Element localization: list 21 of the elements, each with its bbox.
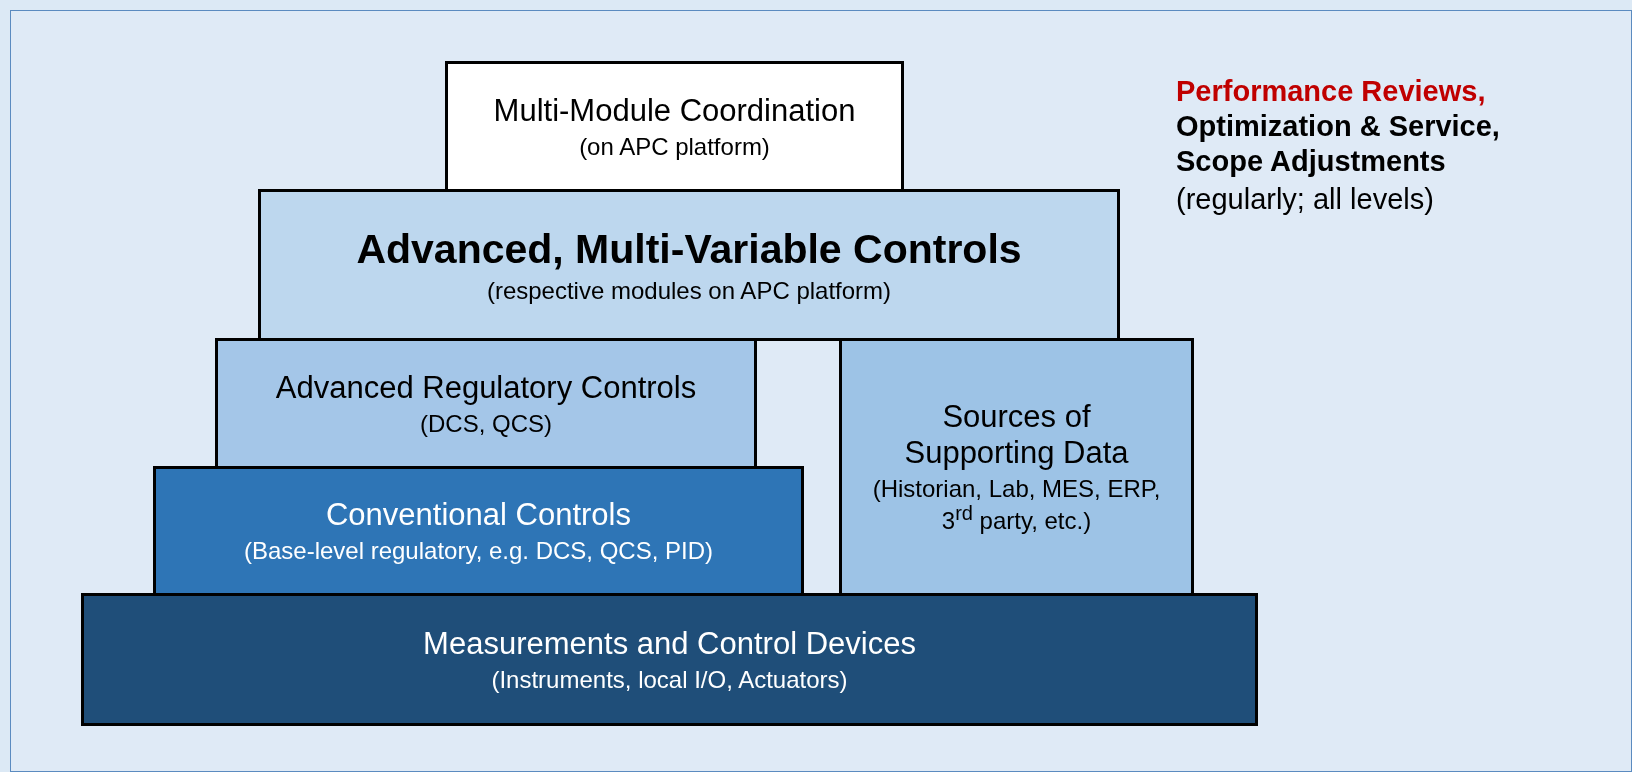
level-box bbox=[445, 61, 904, 192]
level-box bbox=[81, 593, 1258, 726]
side-heading: Optimization & Service, Scope Adjustments bbox=[1176, 108, 1501, 179]
level-box bbox=[153, 466, 804, 596]
level-title: Advanced Regulatory Controls bbox=[275, 369, 697, 406]
level-title: Sources of Supporting Data bbox=[903, 399, 1130, 471]
level-title: Measurements and Control Devices bbox=[423, 625, 916, 662]
side-heading: Performance Reviews, bbox=[1176, 74, 1487, 109]
level-description: (respective modules on APC platform) bbox=[486, 276, 892, 305]
level-title: Advanced, Multi-Variable Controls bbox=[356, 225, 1022, 273]
level-description: (DCS, QCS) bbox=[420, 409, 552, 438]
level-title: Conventional Controls bbox=[326, 497, 631, 533]
side-note: (regularly; all levels) bbox=[1176, 182, 1435, 218]
level-description: (Historian, Lab, MES, ERP, 3$^{rd}$ party, etc.) bbox=[871, 474, 1162, 535]
level-box bbox=[215, 338, 757, 469]
level-title: Multi-Module Coordination bbox=[493, 92, 856, 129]
level-box bbox=[258, 189, 1120, 341]
level-box bbox=[839, 338, 1194, 596]
level-description: (Base-level regulatory, e.g. DCS, QCS, PID) bbox=[243, 537, 713, 565]
level-description: (Instruments, local I/O, Actuators) bbox=[491, 665, 848, 694]
level-description: (on APC platform) bbox=[579, 132, 770, 161]
